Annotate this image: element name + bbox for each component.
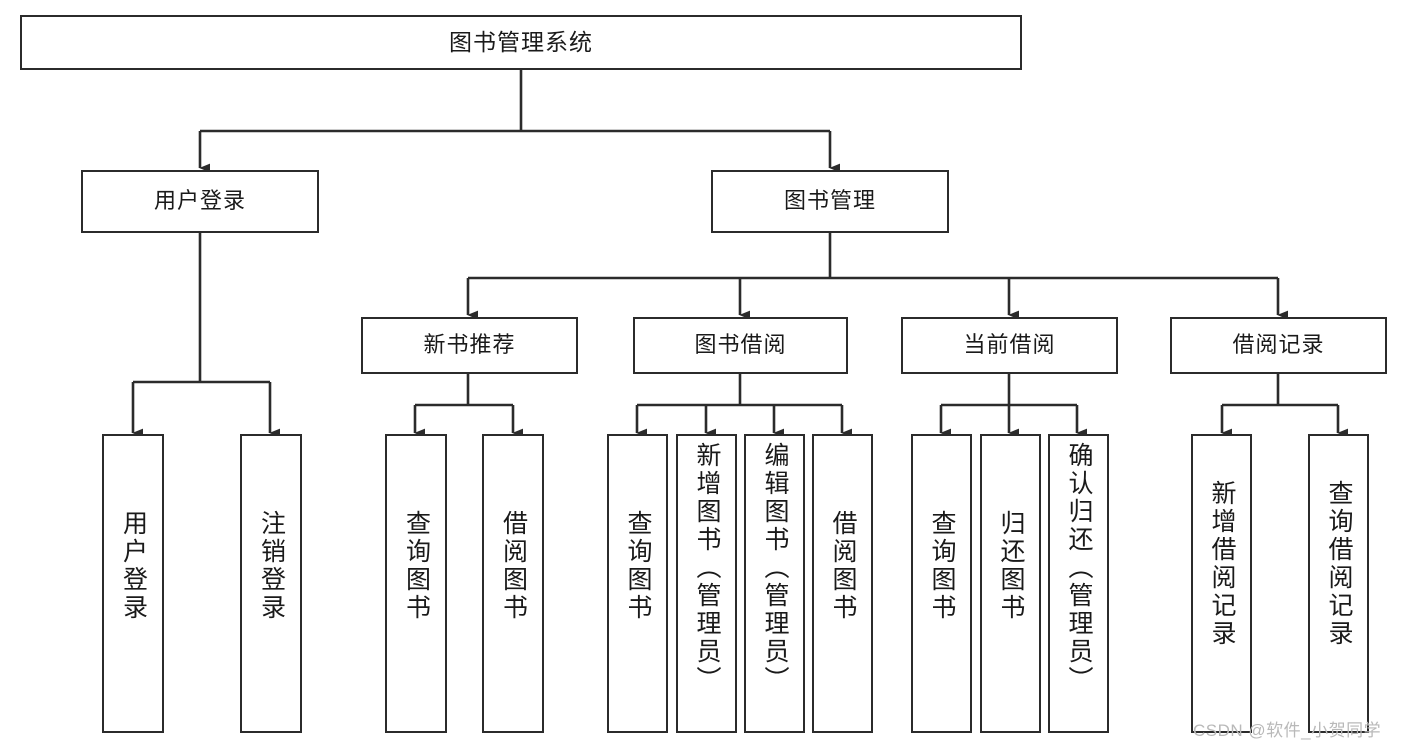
node-label: 图书管理系统 xyxy=(449,28,593,55)
leaf-logout-login[interactable]: 注销登录 xyxy=(240,434,302,733)
node-label: 新增图书（管理员） xyxy=(693,442,721,694)
node-label: 查询图书 xyxy=(928,510,956,622)
node-label: 当前借阅 xyxy=(963,332,1056,358)
node-label: 注销登录 xyxy=(257,510,286,622)
node-label: 查询借阅记录 xyxy=(1325,480,1353,648)
node-label: 编辑图书（管理员） xyxy=(761,442,789,694)
leaf-confirm-return[interactable]: 确认归还（管理员） xyxy=(1048,434,1109,733)
node-label: 查询图书 xyxy=(402,510,431,622)
node-new-book-recommend[interactable]: 新书推荐 xyxy=(361,317,578,374)
node-label: 图书管理 xyxy=(783,188,876,214)
leaf-add-borrow-record[interactable]: 新增借阅记录 xyxy=(1191,434,1252,733)
node-label: 借阅图书 xyxy=(499,510,528,622)
node-label: 借阅记录 xyxy=(1232,332,1325,358)
node-current-borrow[interactable]: 当前借阅 xyxy=(901,317,1118,374)
leaf-query-book-current[interactable]: 查询图书 xyxy=(911,434,972,733)
node-label: 新书推荐 xyxy=(423,332,516,358)
node-book-management[interactable]: 图书管理 xyxy=(711,170,949,233)
leaf-edit-book[interactable]: 编辑图书（管理员） xyxy=(744,434,805,733)
node-book-borrow[interactable]: 图书借阅 xyxy=(633,317,848,374)
leaf-borrow-book-borrow[interactable]: 借阅图书 xyxy=(812,434,873,733)
node-label: 新增借阅记录 xyxy=(1208,480,1236,648)
leaf-return-book[interactable]: 归还图书 xyxy=(980,434,1041,733)
node-label: 归还图书 xyxy=(997,510,1025,622)
node-label: 用户登录 xyxy=(119,510,148,622)
node-book-management-system[interactable]: 图书管理系统 xyxy=(20,15,1022,70)
leaf-query-book-recommend[interactable]: 查询图书 xyxy=(385,434,447,733)
node-borrow-record[interactable]: 借阅记录 xyxy=(1170,317,1387,374)
leaf-query-borrow-record[interactable]: 查询借阅记录 xyxy=(1308,434,1369,733)
leaf-query-book-borrow[interactable]: 查询图书 xyxy=(607,434,668,733)
leaf-borrow-book-recommend[interactable]: 借阅图书 xyxy=(482,434,544,733)
node-label: 查询图书 xyxy=(624,510,652,622)
leaf-add-book[interactable]: 新增图书（管理员） xyxy=(676,434,737,733)
node-label: 用户登录 xyxy=(153,188,246,214)
node-user-login[interactable]: 用户登录 xyxy=(81,170,319,233)
leaf-user-login[interactable]: 用户登录 xyxy=(102,434,164,733)
node-label: 图书借阅 xyxy=(694,332,787,358)
node-label: 借阅图书 xyxy=(829,510,857,622)
node-label: 确认归还（管理员） xyxy=(1065,442,1093,694)
watermark-label: CSDN @软件_小贺同学 xyxy=(1193,721,1382,740)
